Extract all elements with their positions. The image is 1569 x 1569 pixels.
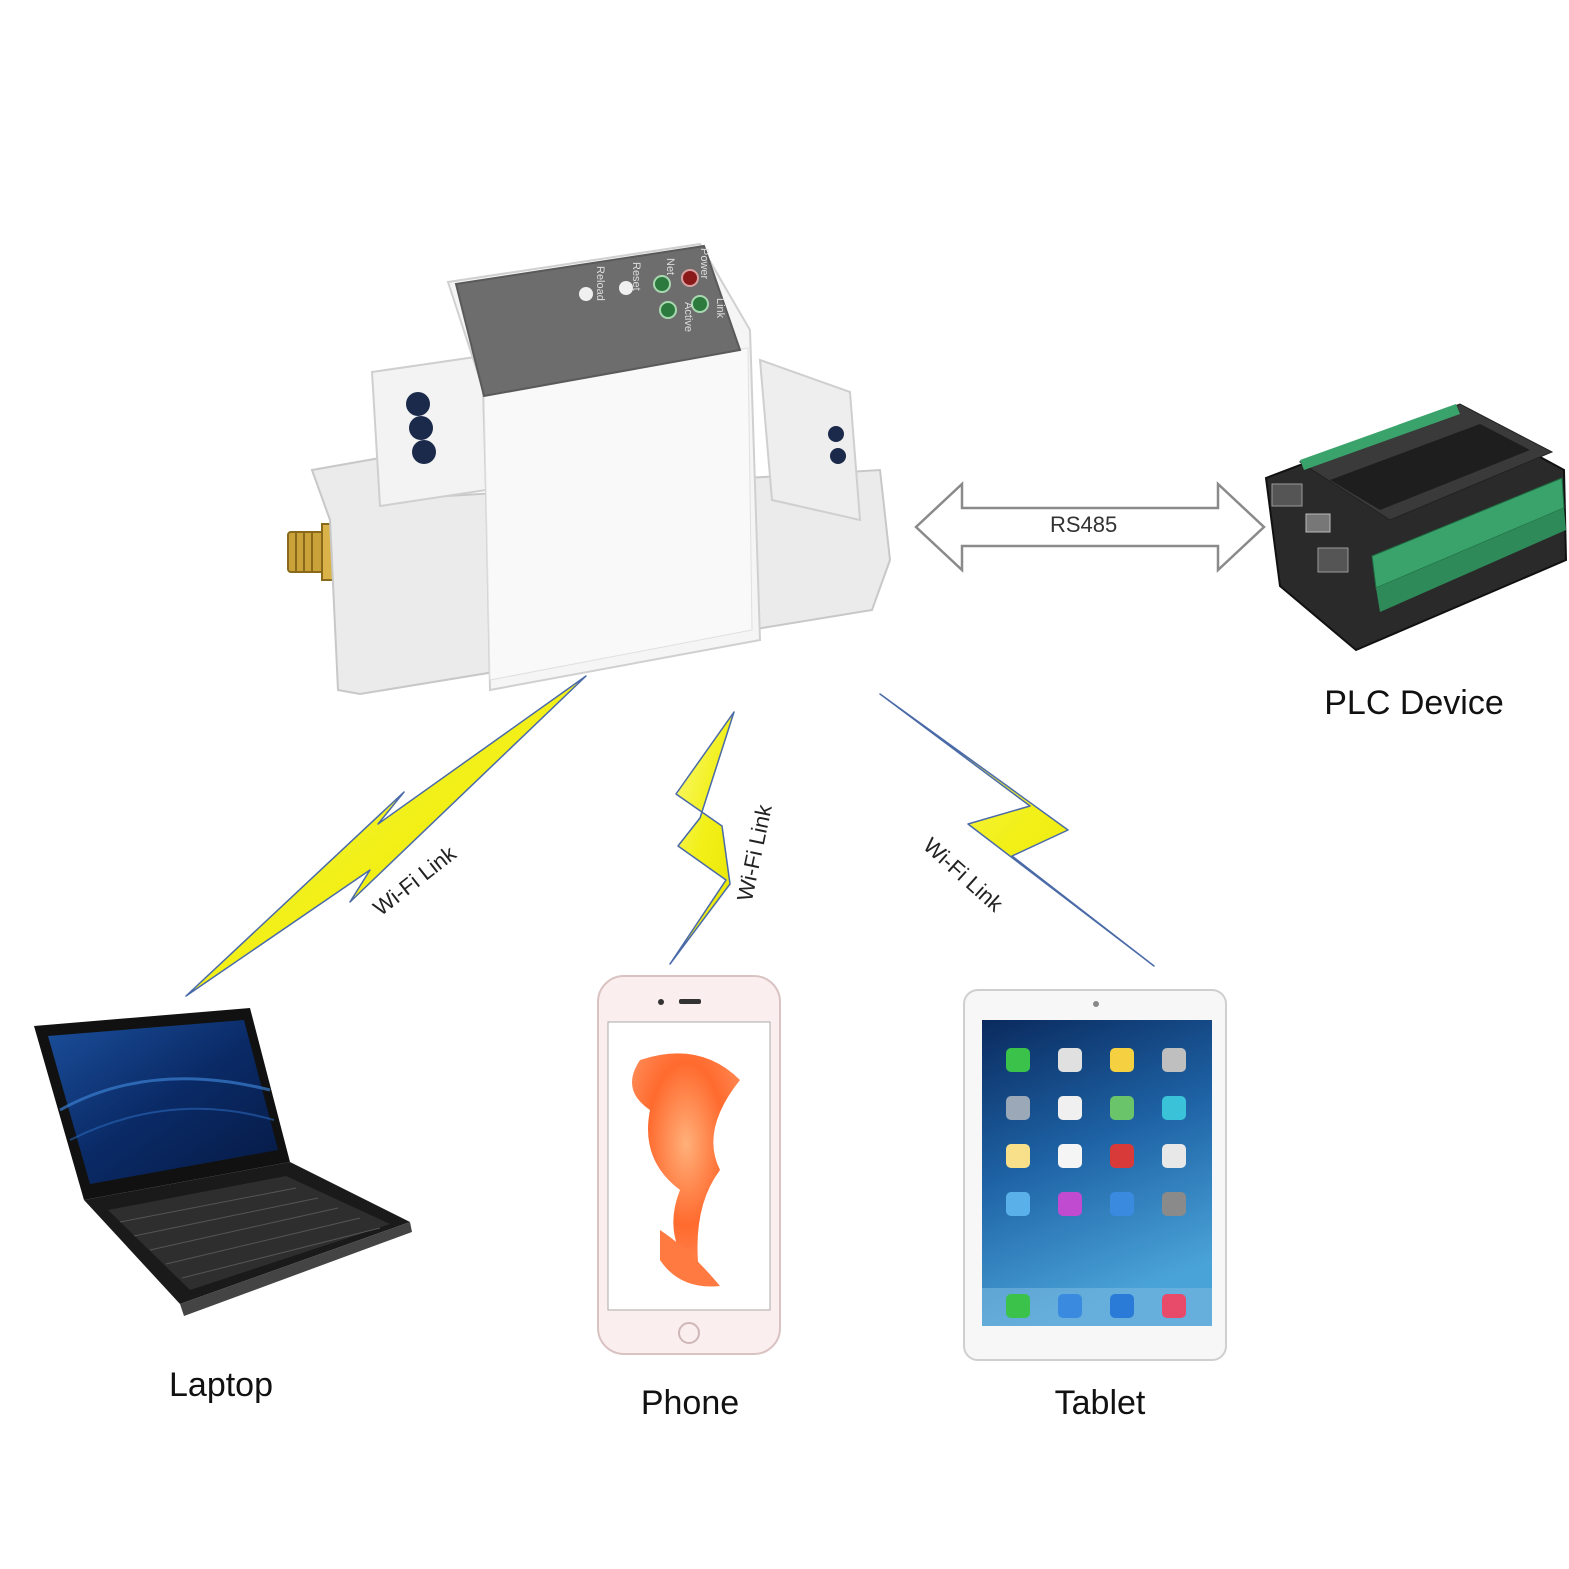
wifi-bolt-laptop: [185, 675, 587, 997]
net-label: Net: [664, 258, 676, 276]
power-led: [681, 269, 699, 287]
plc-device: [1264, 403, 1568, 652]
active-label: Active: [682, 302, 694, 332]
link-led: [691, 295, 709, 313]
laptop-image: [34, 1008, 412, 1316]
tablet-app-icons: [982, 1048, 1212, 1326]
link-label: Link: [714, 298, 726, 319]
active-led: [659, 301, 677, 319]
net-led: [653, 275, 671, 293]
reload-label: Reload: [594, 266, 606, 301]
reload-button: [579, 287, 593, 301]
reset-label: Reset: [630, 262, 642, 291]
phone-label: Phone: [640, 1384, 740, 1422]
antenna-connector: [287, 523, 337, 581]
tablet-image: [963, 989, 1227, 1361]
rs485-label: RS485: [1050, 512, 1118, 537]
rs485-double-arrow: [914, 481, 1266, 573]
gateway-device: [287, 242, 892, 696]
plc-device-label: PLC Device: [1324, 684, 1504, 722]
tablet-label: Tablet: [1054, 1384, 1146, 1422]
wifi-bolt-phone: [669, 711, 735, 965]
phone-image: [597, 975, 781, 1355]
power-label: Power: [698, 248, 710, 280]
reset-button: [619, 281, 633, 295]
laptop-label: Laptop: [169, 1366, 273, 1404]
wifi-bolt-tablet: [879, 693, 1155, 967]
